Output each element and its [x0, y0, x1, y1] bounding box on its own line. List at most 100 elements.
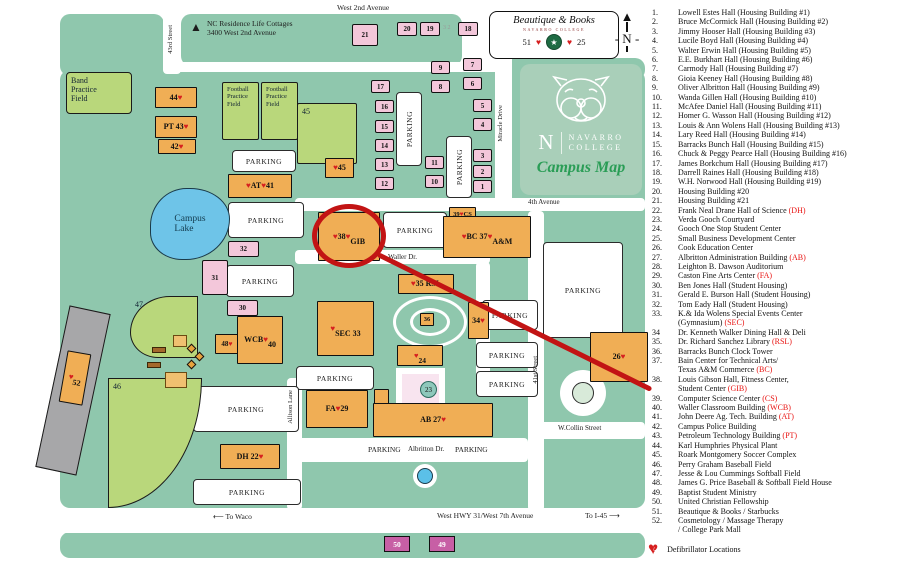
legend-item-label: McAfee Daniel Hall (Housing Building #11… — [678, 102, 822, 112]
building-37-bc: ♥ BC 37 ♥A&M — [443, 216, 531, 258]
map-label: 3 2 — [443, 25, 451, 31]
legend-item-number: 6. — [652, 55, 658, 65]
legend-item-label: Louis Gibson Hall, Fitness Center,Studen… — [678, 374, 789, 394]
legend-item: 24.Gooch One Stop Student Center — [648, 224, 900, 233]
legend-item-label: Ben Jones Hall (Student Housing) — [678, 280, 788, 290]
legend-item: 47.Jesse & Lou Cummings Softball Field — [648, 469, 900, 478]
legend-item: 50.United Christian Fellowship — [648, 497, 900, 506]
legend-item-number: 23. — [652, 214, 662, 224]
legend-item-number: 22. — [652, 205, 662, 215]
legend-item: 25.Small Business Development Center — [648, 234, 900, 243]
legend-item: 28.Leighton B. Dawson Auditorium — [648, 262, 900, 271]
building-22-dh: DH 22 ♥ — [220, 444, 280, 469]
legend-item-number: 1. — [652, 8, 658, 17]
housing-building-14: 14 — [375, 139, 394, 152]
legend-item-number: 21. — [652, 196, 662, 206]
legend-item-label: Jesse & Lou Cummings Softball Field — [678, 468, 801, 478]
legend-item-label: Roark Montgomery Soccer Complex — [678, 450, 797, 460]
legend-item: 18.Darrell Raines Hall (Housing Building… — [648, 168, 900, 177]
legend-item: 13.Louis & Ann Wolens Hall (Housing Buil… — [648, 121, 900, 130]
campus-map-caption: Campus Map — [536, 159, 626, 176]
map-label: Miracle Drive — [497, 105, 504, 142]
legend-item-label: James G. Price Baseball & Softball Field… — [678, 478, 832, 488]
map-label: West 2nd Avenue — [337, 3, 390, 12]
legend-item: 37.Bain Center for Technical Arts/Texas … — [648, 356, 900, 375]
map-label: 41st Street — [532, 356, 539, 384]
legend-item: 44.Karl Humphries Physical Plant — [648, 441, 900, 450]
sports-field: Football Practice Field — [261, 82, 298, 140]
legend-item-label: Gooch One Stop Student Center — [678, 224, 782, 234]
legend-item-number: 39. — [652, 393, 662, 403]
parking-lot: PARKING — [226, 265, 294, 297]
legend-item-label: Wanda Gillen Hall (Housing Building #10) — [678, 92, 817, 102]
street — [495, 12, 512, 202]
legend-panel: 1.Lowell Estes Hall (Housing Building #1… — [648, 8, 900, 535]
legend-item-label: K.& Ida Wolens Special Events Center(Gym… — [678, 309, 803, 328]
legend-item-label: Barracks Bunch Clock Tower — [678, 346, 773, 356]
legend-item-label: Computer Science Center (CS) — [678, 393, 778, 403]
building-50: 50 — [384, 536, 410, 552]
housing-building-16: 16 — [375, 100, 394, 113]
map-label: 4th Avenue — [528, 198, 560, 206]
housing-building-2: 2 — [473, 165, 492, 178]
legend-item: 33. K.& Ida Wolens Special Events Center(… — [648, 309, 900, 328]
legend-item-number: 33. — [652, 309, 662, 318]
legend-item-number: 14. — [652, 130, 662, 140]
map-label: PARKING — [368, 445, 401, 454]
legend-item-number: 51. — [652, 506, 662, 516]
dugout — [147, 362, 161, 368]
legend-item-number: 30. — [652, 280, 662, 290]
legend-item-label: Jimmy Hooser Hall (Housing Building #3) — [678, 26, 816, 36]
legend-item: 30. Ben Jones Hall (Student Housing) — [648, 281, 900, 290]
legend-item-number: 31. — [652, 290, 662, 300]
sports-field: Band Practice Field — [66, 72, 132, 114]
legend-item: 12.Homer G. Wasson Hall (Housing Buildin… — [648, 111, 900, 120]
legend-item-label: Darrell Raines Hall (Housing Building #1… — [678, 167, 819, 177]
parking-lot: PARKING — [396, 92, 422, 166]
building-43: PT 43 ♥ — [155, 116, 197, 138]
housing-building-10: 10 — [425, 175, 444, 188]
legend-item-number: 44. — [652, 440, 662, 450]
legend-item-number: 3. — [652, 26, 658, 36]
parking-label: PARKING — [396, 225, 434, 235]
housing-building-11: 11 — [425, 156, 444, 169]
street — [163, 0, 181, 74]
legend-item-number: 9. — [652, 83, 658, 93]
housing-building-7: 7 — [463, 58, 482, 71]
legend-item-label: Chuck & Peggy Pearce Hall (Housing Build… — [678, 149, 847, 159]
legend-item-number: 2. — [652, 17, 658, 27]
building-44: 44 ♥ — [155, 87, 197, 108]
compass-tick — [626, 46, 628, 52]
map-label: West HWY 31/West 7th Avenue — [437, 511, 534, 520]
oval-courtyard-inner — [410, 308, 450, 336]
legend-item: 48.James G. Price Baseball & Softball Fi… — [648, 478, 900, 487]
campus-lake: Campus Lake — [150, 188, 230, 260]
building-40-wcb: WCB ♥40 — [237, 316, 283, 364]
legend-item-number: 20. — [652, 186, 662, 196]
map-label: 43rd Street — [167, 25, 174, 54]
north-arrow-stem — [626, 22, 628, 32]
legend-item-label: Cook Education Center — [678, 243, 754, 253]
logo-divider — [560, 131, 562, 154]
parking-label: PARKING — [488, 350, 526, 360]
housing-building-5: 5 — [473, 99, 492, 112]
legend-item: 5.Walter Erwin Hall (Housing Building #5… — [648, 46, 900, 55]
building-48: 48♥ — [215, 334, 239, 354]
parking-lot: PARKING — [383, 212, 447, 248]
legend-item-label: Carmody Hall (Housing Building #7) — [678, 64, 798, 74]
highlight-circle — [312, 204, 386, 268]
map-label: Allison Lane — [287, 390, 294, 424]
street — [0, 508, 645, 533]
housing-building-8: 8 — [431, 80, 450, 93]
parking-label: PARKING — [491, 310, 529, 320]
housing-building-32: 32 — [228, 241, 259, 257]
courtyard-23-marker: 23 — [420, 381, 437, 398]
map-green-area — [60, 14, 164, 76]
housing-building-1: 1 — [473, 180, 492, 193]
defibrillator-label: Defibrillator Locations — [667, 544, 741, 554]
street — [163, 62, 503, 72]
street — [540, 422, 645, 439]
street — [295, 198, 645, 211]
